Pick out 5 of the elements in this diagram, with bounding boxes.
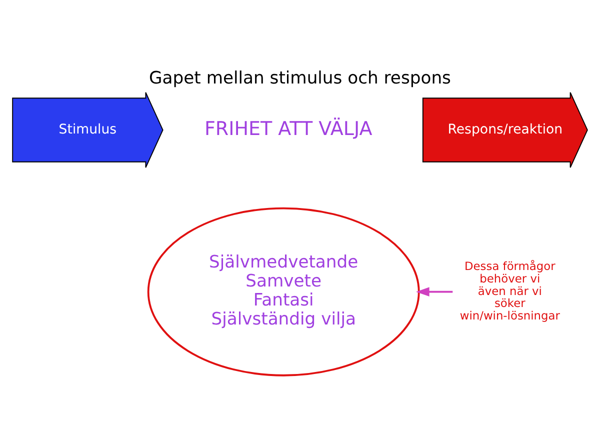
diagram-title: Gapet mellan stimulus och respons — [149, 68, 451, 88]
arrow — [416, 287, 453, 296]
node-text: Dessa förmågor behöver vi även när vi söker win/win-lösningar — [460, 259, 560, 322]
label: FRIHET ATT VÄLJA — [204, 118, 372, 140]
node-ellipse: Självmedvetande Samvete Fantasi Självständig vilja — [147, 207, 420, 376]
